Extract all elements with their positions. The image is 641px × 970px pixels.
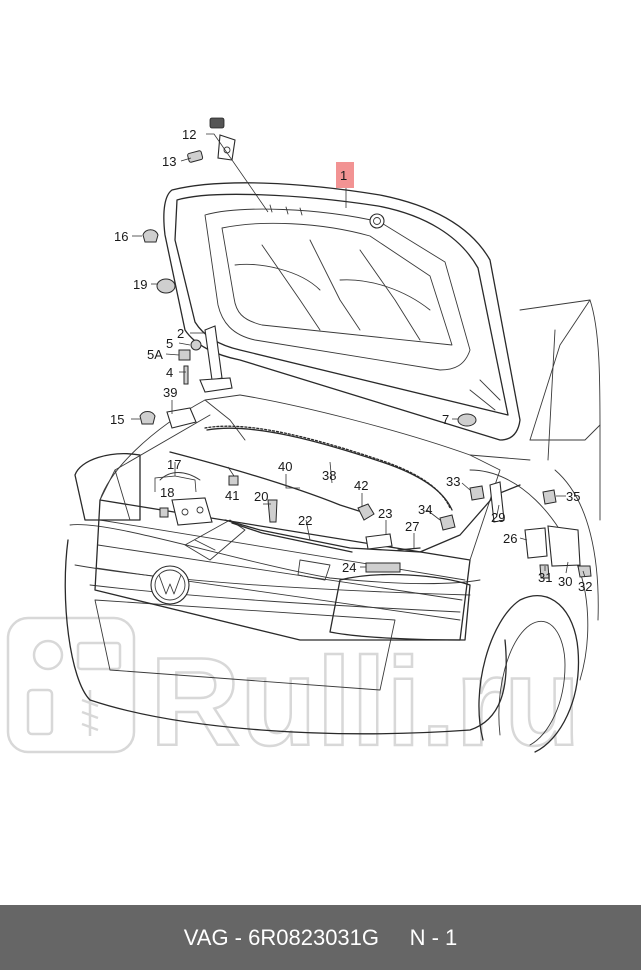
part-40-cable [169, 451, 363, 513]
part-26-bracket [524, 527, 548, 559]
part-16-buffer [142, 229, 159, 243]
highlight-part-1 [336, 162, 354, 188]
part-7-buffer [457, 413, 477, 427]
hinge-components [139, 117, 236, 429]
callout-33[interactable]: 33 [446, 474, 460, 489]
footer-separator: - [228, 924, 249, 950]
part-5-nut [190, 339, 202, 351]
callout-40[interactable]: 40 [278, 459, 292, 474]
watermark-text: Rulli.ru [150, 633, 581, 772]
diagram-position: N - 1 [409, 924, 458, 950]
part-5a-nut [178, 349, 191, 361]
callout-2[interactable]: 2 [177, 326, 184, 341]
part-number-footer: VAG - 6R0823031G N - 1 [0, 905, 641, 970]
part-18-clip [159, 507, 169, 518]
callout-24[interactable]: 24 [342, 560, 356, 575]
part-24-clip [365, 562, 401, 573]
callout-35[interactable]: 35 [566, 489, 580, 504]
part-39-seal [166, 407, 197, 429]
callout-4[interactable]: 4 [166, 365, 173, 380]
part-34-clip [439, 514, 456, 531]
callout-34[interactable]: 34 [418, 502, 432, 517]
leader-lines [131, 133, 586, 578]
part-39-hinge-base [199, 377, 233, 393]
callout-1[interactable]: 1 [340, 168, 347, 183]
callout-29[interactable]: 29 [491, 510, 505, 525]
callout-42[interactable]: 42 [354, 478, 368, 493]
hood-parts-diagram: Rulli.ru [6, 117, 601, 773]
callout-19[interactable]: 19 [133, 277, 147, 292]
part-30-lock [547, 525, 581, 567]
callout-7[interactable]: 7 [442, 412, 449, 427]
part-18-latch [171, 497, 213, 526]
callout-16[interactable]: 16 [114, 229, 128, 244]
watermark: Rulli.ru [6, 616, 582, 773]
callout-12[interactable]: 12 [182, 127, 196, 142]
part-13-bolt [187, 150, 204, 163]
callout-17[interactable]: 17 [167, 457, 181, 472]
part-number: 6R0823031G [248, 924, 380, 950]
callout-labels: 1 12 13 16 19 2 5 5A 4 39 15 17 18 41 40… [110, 127, 592, 594]
part-4-bolt [183, 365, 189, 385]
callout-22[interactable]: 22 [298, 513, 312, 528]
callout-31[interactable]: 31 [538, 570, 552, 585]
callout-13[interactable]: 13 [162, 154, 176, 169]
callout-41[interactable]: 41 [225, 488, 239, 503]
part-32-nut [577, 565, 592, 578]
brand-label: VAG [183, 924, 229, 950]
part-19-buffer [156, 278, 176, 294]
part-42-clip [357, 503, 375, 521]
part-35-clip [542, 489, 557, 505]
callout-30[interactable]: 30 [558, 574, 572, 589]
callout-23[interactable]: 23 [378, 506, 392, 521]
callout-39[interactable]: 39 [163, 385, 177, 400]
latch-cable-components [159, 413, 592, 579]
part-23-handle [365, 533, 393, 550]
callout-32[interactable]: 32 [578, 579, 592, 594]
callout-18[interactable]: 18 [160, 485, 174, 500]
callout-38[interactable]: 38 [322, 468, 336, 483]
part-2-hinge [204, 325, 223, 381]
part-20-bolt [267, 499, 278, 523]
callout-15[interactable]: 15 [110, 412, 124, 427]
vehicle-front [64, 299, 601, 753]
part-31-bolt [539, 564, 550, 579]
callout-5[interactable]: 5 [166, 336, 173, 351]
callout-27[interactable]: 27 [405, 519, 419, 534]
callout-20[interactable]: 20 [254, 489, 268, 504]
part-29-handle [489, 481, 505, 523]
part-12-bracket [217, 134, 236, 161]
part-15-buffer [139, 411, 156, 425]
part-27-cable [397, 547, 421, 551]
part-41-clip [228, 475, 239, 486]
callout-26[interactable]: 26 [503, 531, 517, 546]
callout-5a[interactable]: 5A [147, 347, 163, 362]
part-33-clip [469, 485, 485, 501]
hood [163, 182, 521, 441]
part-12-bump-stop [209, 117, 225, 129]
